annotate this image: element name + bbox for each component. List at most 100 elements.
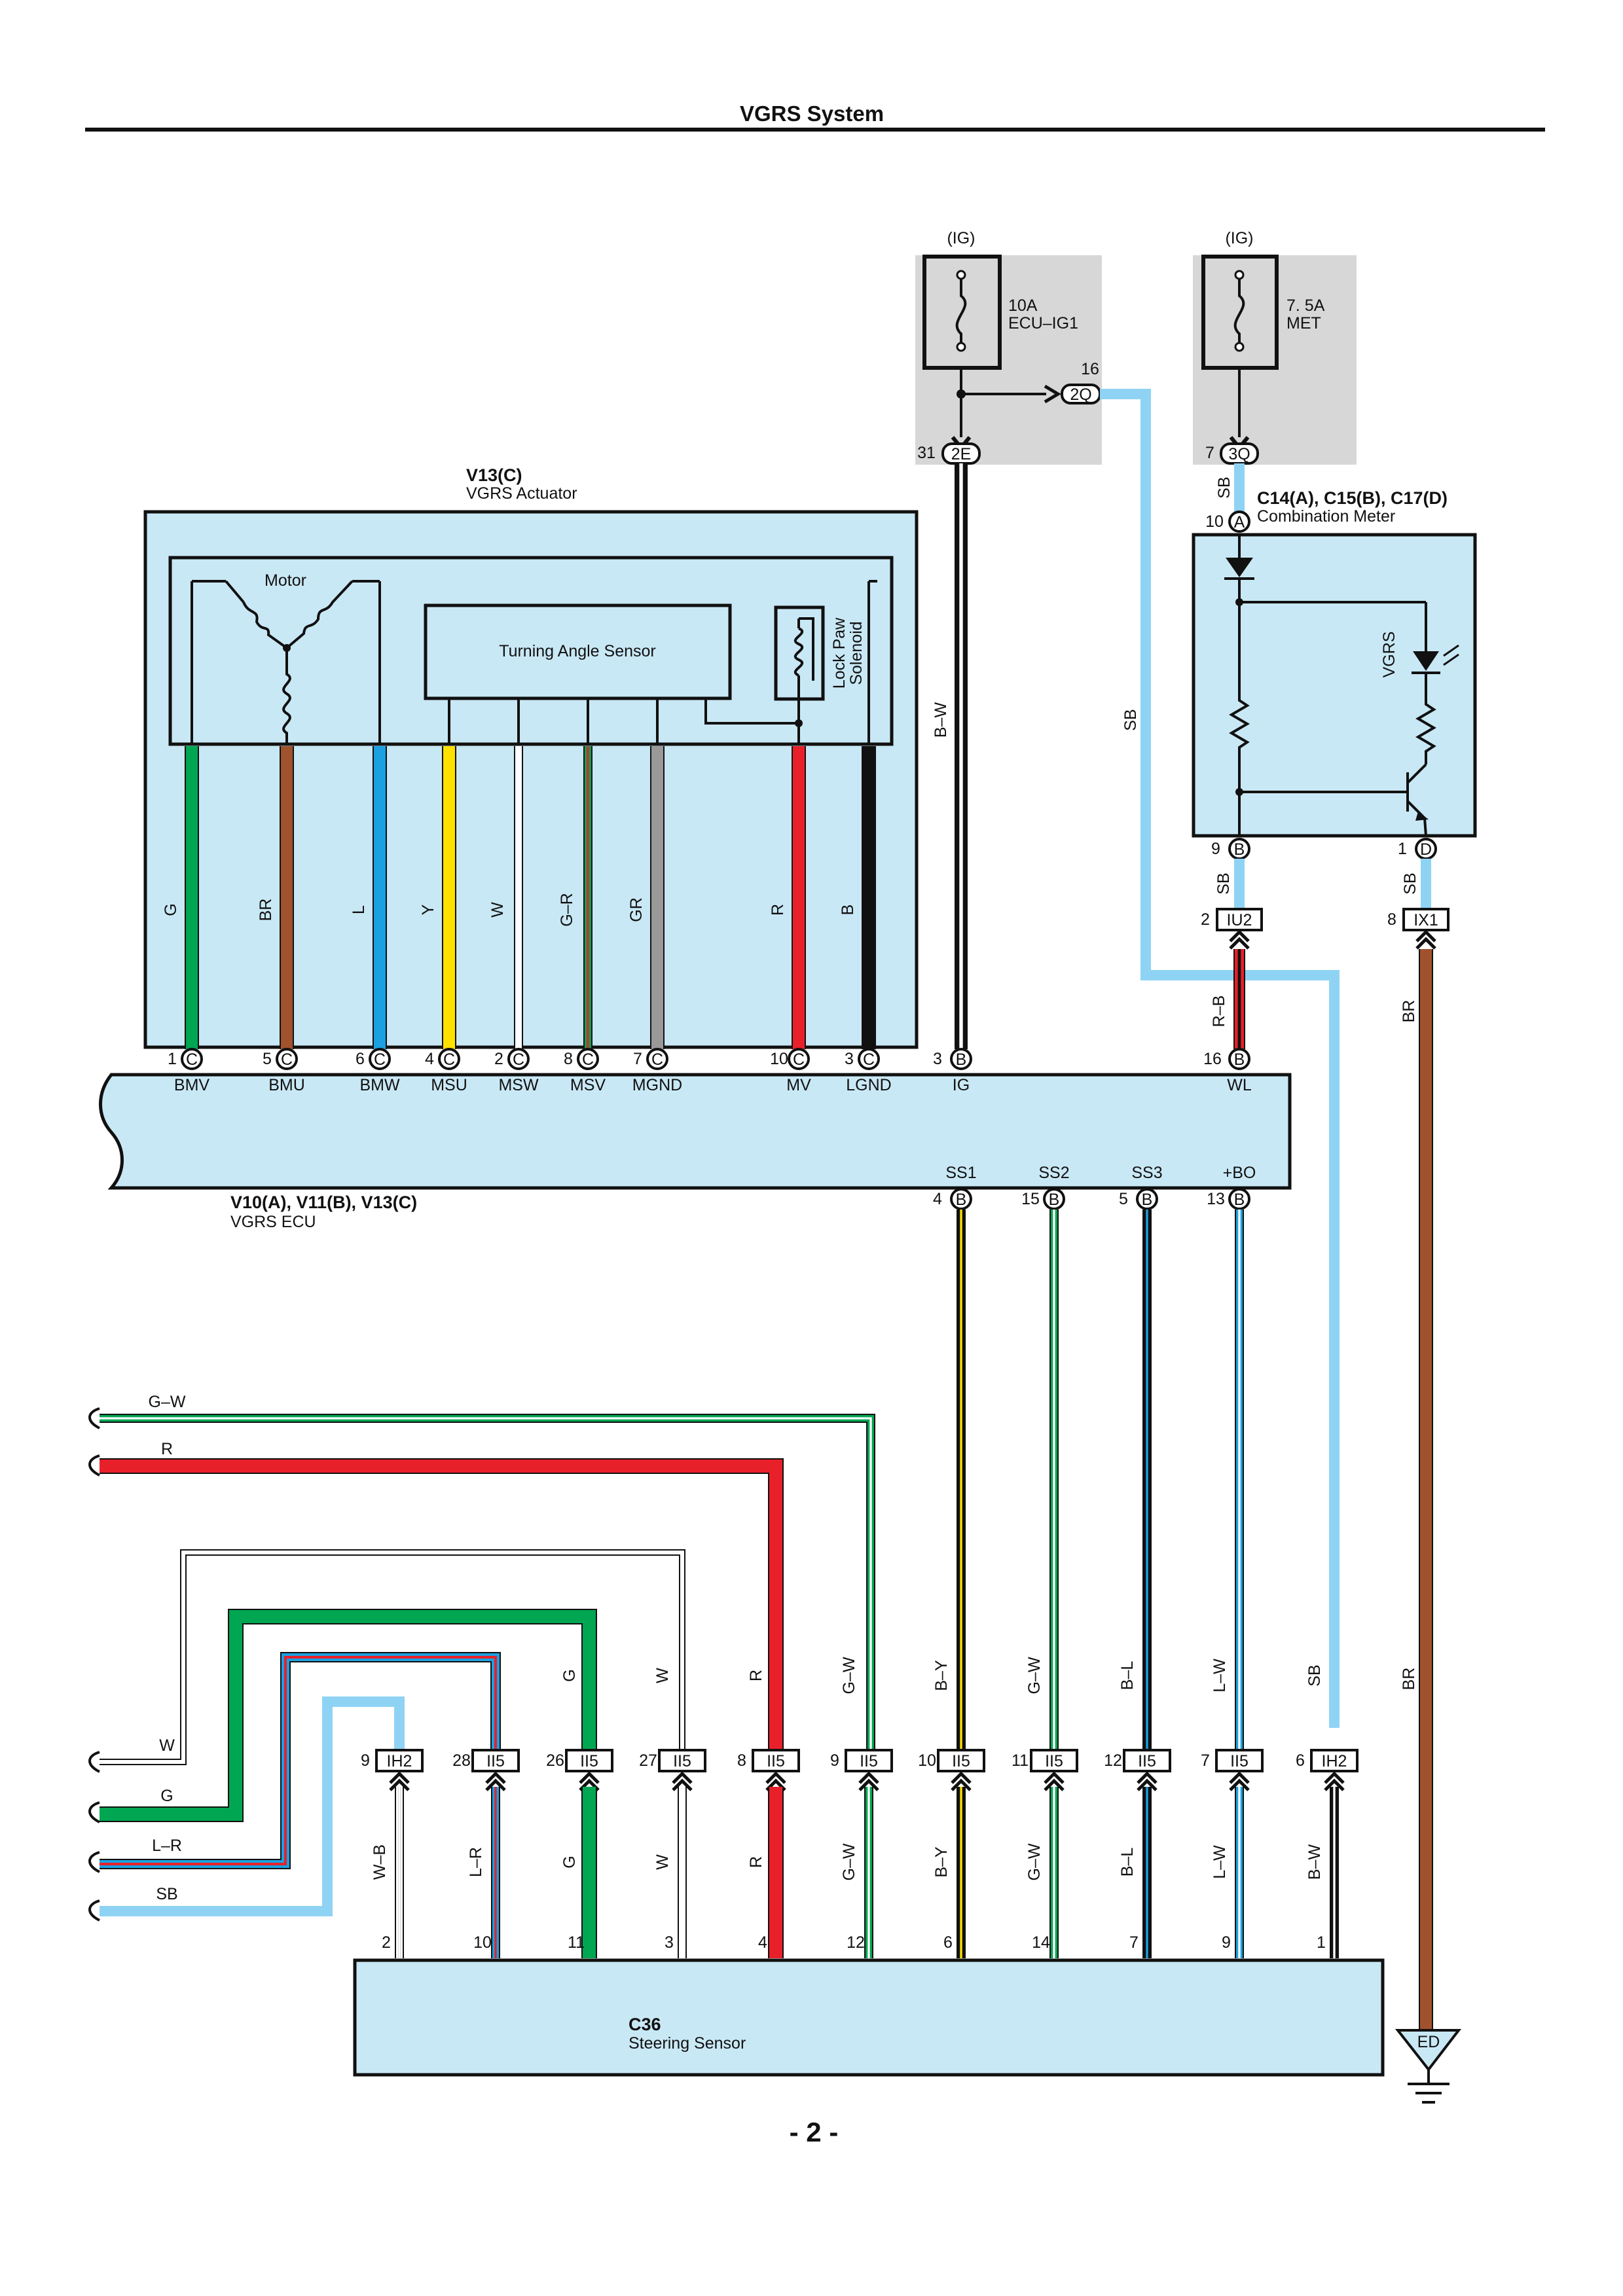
wire-break-mark xyxy=(88,1407,100,1429)
vgrs-ecu: V10(A), V11(B), V13(C) VGRS ECU xyxy=(99,1073,1292,1231)
connector-chevron xyxy=(1415,929,1436,942)
connector-chevron xyxy=(485,1778,506,1791)
actuator-code: V13(C) xyxy=(466,465,522,485)
wire-color-label: W xyxy=(653,1854,672,1870)
pin-number: 3 xyxy=(845,1050,854,1068)
pin-connector-letter: B xyxy=(1234,1191,1245,1209)
left-wire-label: L–R xyxy=(152,1837,182,1855)
connector-chevron xyxy=(1229,937,1250,950)
wire-color-label: BR xyxy=(1400,1000,1418,1023)
fuse-terminal xyxy=(1234,270,1245,280)
sensor-body xyxy=(353,1958,1385,2077)
wire-color-label: GR xyxy=(627,897,646,922)
junction-connector xyxy=(1030,1749,1078,1772)
pin-connector-letter: C xyxy=(186,1050,198,1069)
junction-connector-label: II5 xyxy=(860,1752,878,1770)
pin-number: 10 xyxy=(918,1751,936,1770)
left-r-wire-outline xyxy=(100,1458,784,1749)
motor-icon xyxy=(191,580,381,744)
actuator-body xyxy=(143,510,919,1049)
connector-chevron xyxy=(765,1771,786,1784)
junction-connector xyxy=(937,1749,985,1772)
pin-number: 7 xyxy=(1201,1751,1210,1770)
sensor-code: C36 xyxy=(629,2015,661,2034)
pin-number: 15 xyxy=(1021,1190,1040,1208)
connector-chevron xyxy=(389,1778,410,1791)
pin-connector-letter: B xyxy=(1234,840,1245,859)
connector-id: 2Q xyxy=(1070,386,1091,404)
junction-connector xyxy=(1123,1749,1171,1772)
ecu-signal-label: SS3 xyxy=(1131,1164,1162,1182)
vgrs-warning-led xyxy=(1413,651,1439,671)
pin-number: 10 xyxy=(1205,512,1224,531)
wire-color-label: G–W xyxy=(840,1657,858,1694)
wire-break-mark xyxy=(88,1801,100,1823)
connector-chevron xyxy=(1229,1771,1250,1784)
connector-chevron xyxy=(858,1778,879,1791)
wire-color-label: R xyxy=(747,1670,765,1681)
fuse-terminal xyxy=(1234,342,1245,352)
page-title: VGRS System xyxy=(740,101,884,126)
pin-number: 3 xyxy=(933,1050,942,1068)
pin-connector-letter: B xyxy=(1049,1191,1060,1209)
junction-connector-label: IH2 xyxy=(387,1752,412,1770)
wire-color-label: SB xyxy=(1214,872,1233,894)
junction-connector xyxy=(471,1749,520,1772)
splice-dot xyxy=(1235,788,1243,796)
pin-number: 8 xyxy=(1387,910,1396,929)
wire-color-label: B–L xyxy=(1118,1661,1137,1691)
ecu-signal-label: MSW xyxy=(498,1076,539,1094)
pin-number: 5 xyxy=(263,1050,272,1068)
pin-number: 3 xyxy=(665,1933,674,1952)
wire-color-label: B–Y xyxy=(932,1846,951,1878)
ground-triangle xyxy=(1395,2029,1462,2072)
ground-ed: ED xyxy=(1395,2029,1462,2104)
pin-connector xyxy=(1228,1188,1250,1210)
wire-color-label: SB xyxy=(1215,476,1233,498)
wire-color-label: BR xyxy=(257,899,275,922)
wire-break-mark xyxy=(88,1751,100,1773)
left-wire-label: R xyxy=(161,1440,173,1458)
pin-number: 16 xyxy=(1203,1050,1222,1068)
pin-number: 14 xyxy=(1032,1933,1050,1952)
left-wire-label: SB xyxy=(156,1885,177,1903)
wire-color-label: SB xyxy=(1401,872,1419,894)
wire-color-label: B–W xyxy=(1305,1844,1324,1880)
connector-chevron xyxy=(1137,1778,1158,1791)
page-number: - 2 - xyxy=(790,2117,839,2147)
turning-angle-sensor xyxy=(424,603,732,700)
pin-connector-letter: C xyxy=(793,1050,805,1069)
wire-color-label: B–L xyxy=(1118,1848,1137,1877)
ecu-body xyxy=(99,1073,1292,1190)
wire-color-label: L xyxy=(350,905,368,914)
fuse-ecu-ig1: (IG) 10A ECU–IG1 16 2Q 31 2E xyxy=(915,229,1102,465)
wire-color-label: SB xyxy=(1122,709,1140,730)
fuse-terminal xyxy=(956,342,966,352)
pin-connector-letter: D xyxy=(1420,840,1432,859)
ecu-signal-label: SS2 xyxy=(1038,1164,1069,1182)
pin-connector xyxy=(507,1048,530,1070)
left-g-wire-outline xyxy=(100,1609,597,1822)
wire-color-label: W–B xyxy=(371,1844,389,1880)
pin-connector-letter: B xyxy=(1234,1050,1245,1069)
pin-number: 10 xyxy=(473,1933,492,1952)
connector-chevron xyxy=(951,1771,972,1784)
pin-number: 16 xyxy=(1081,360,1099,378)
wire-color-label: G–W xyxy=(1025,1657,1044,1694)
junction-connector xyxy=(565,1749,613,1772)
left-g-wire xyxy=(100,1610,596,1821)
fuse-element xyxy=(1233,276,1245,347)
connector-id: 2E xyxy=(951,445,972,463)
junction-connector-label: II5 xyxy=(1138,1752,1156,1770)
left-wire-label: G–W xyxy=(149,1393,186,1411)
left-wire-label: W xyxy=(159,1736,175,1755)
pin-number: 10 xyxy=(770,1050,788,1068)
sb-ig2-wire xyxy=(1100,389,1340,1728)
wire-color-label: R–B xyxy=(1210,996,1228,1028)
fuse-name: MET xyxy=(1286,314,1321,332)
connector-chevron xyxy=(485,1771,506,1784)
junction-connector-label: IX1 xyxy=(1413,911,1438,929)
pin-connector-letter: B xyxy=(956,1191,967,1209)
sensor-leads xyxy=(448,698,799,744)
